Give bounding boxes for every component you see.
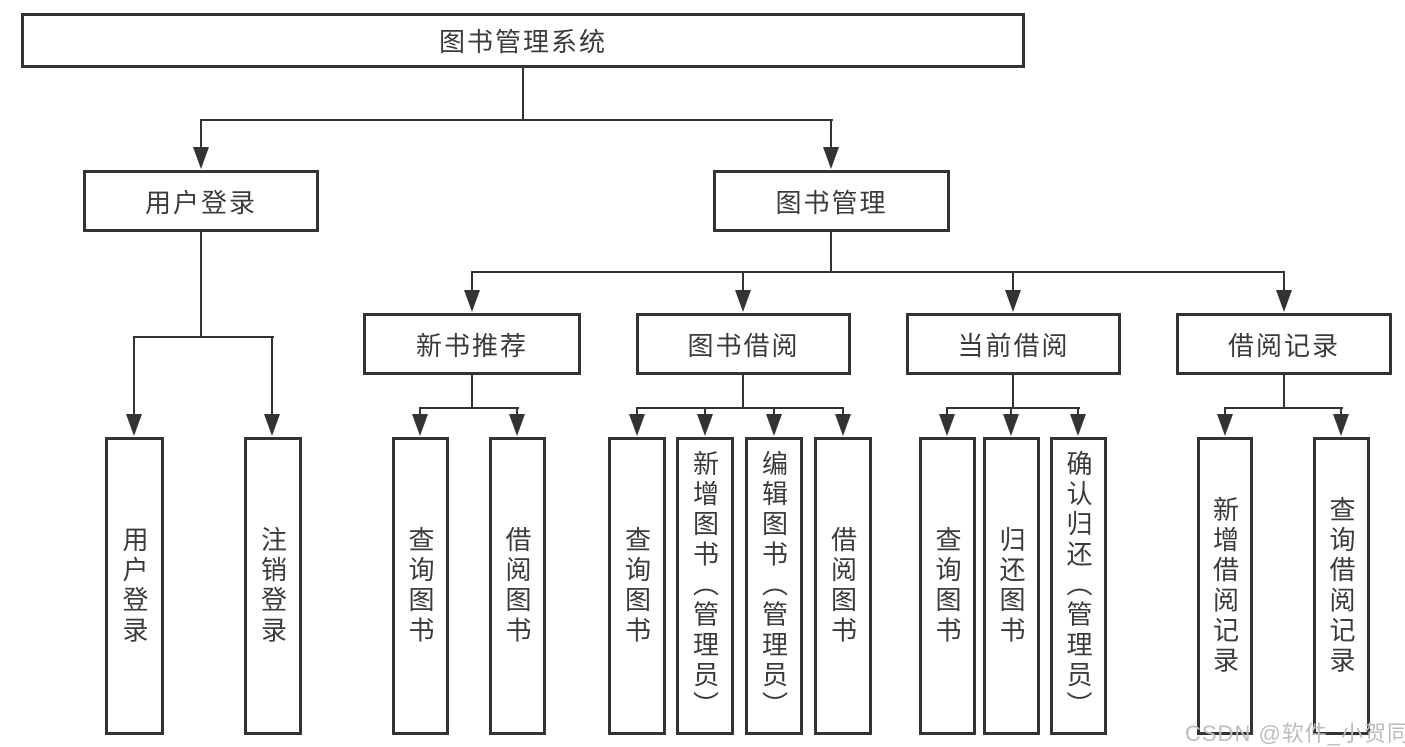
leaf-confirm-return-admin-label: 确认归还（管理员） (1063, 450, 1093, 722)
node-user-login: 用户登录 (83, 170, 319, 232)
leaf-add-book-admin: 新增图书（管理员） (676, 437, 734, 735)
arrowhead-down-icon (193, 147, 209, 169)
leaf-query-borrow-record-label: 查询借阅记录 (1326, 495, 1356, 677)
connector-line (1012, 272, 1014, 292)
leaf-logout-login-label: 注销登录 (257, 525, 288, 647)
node-book-borrow: 图书借阅 (636, 313, 851, 375)
connector-line (516, 408, 518, 418)
connector-line (704, 408, 706, 418)
arrowhead-down-icon (823, 147, 839, 169)
arrowhead-down-icon (412, 414, 428, 436)
arrowhead-down-icon (126, 414, 142, 436)
connector-line (271, 337, 273, 415)
connector-line (946, 407, 1080, 409)
leaf-user-login-label: 用户登录 (119, 525, 149, 647)
arrowhead-down-icon (735, 290, 751, 312)
leaf-edit-book-admin: 编辑图书（管理员） (745, 437, 803, 735)
leaf-borrow-books-1: 借阅图书 (489, 437, 546, 735)
connector-line (946, 408, 948, 418)
connector-line (1224, 408, 1226, 418)
leaf-query-borrow-record: 查询借阅记录 (1313, 437, 1370, 735)
connector-line (471, 271, 1285, 273)
connector-line (830, 232, 832, 272)
arrowhead-down-icon (766, 414, 782, 436)
connector-line (742, 272, 744, 292)
arrowhead-down-icon (835, 414, 851, 436)
connector-line (1077, 408, 1079, 418)
arrowhead-down-icon (464, 290, 480, 312)
leaf-return-books: 归还图书 (983, 437, 1040, 735)
leaf-borrow-books-2: 借阅图书 (814, 437, 872, 735)
leaf-query-books-1: 查询图书 (392, 437, 449, 735)
leaf-query-books-2-label: 查询图书 (621, 525, 652, 647)
node-new-book-recommend: 新书推荐 (363, 313, 581, 375)
arrowhead-down-icon (1217, 414, 1233, 436)
arrowhead-down-icon (1070, 414, 1086, 436)
leaf-add-borrow-record: 新增借阅记录 (1197, 437, 1253, 735)
connector-line (1224, 407, 1343, 409)
node-user-login-label: 用户登录 (144, 187, 257, 218)
arrowhead-down-icon (629, 414, 645, 436)
node-current-borrow: 当前借阅 (906, 313, 1121, 375)
connector-line (1283, 272, 1285, 292)
node-book-borrow-label: 图书借阅 (687, 330, 800, 361)
connector-line (471, 375, 473, 408)
leaf-borrow-books-2-label: 借阅图书 (827, 525, 858, 647)
node-root-label: 图书管理系统 (438, 27, 607, 57)
leaf-query-books-3-label: 查询图书 (932, 525, 962, 647)
leaf-add-borrow-record-label: 新增借阅记录 (1209, 495, 1240, 677)
leaf-query-books-2: 查询图书 (608, 437, 666, 735)
arrowhead-down-icon (1276, 290, 1292, 312)
connector-line (419, 407, 519, 409)
connector-line (1283, 375, 1285, 408)
connector-line (842, 408, 844, 418)
connector-line (636, 408, 638, 418)
connector-line (1010, 408, 1012, 418)
connector-line (636, 407, 844, 409)
arrowhead-down-icon (1333, 414, 1349, 436)
watermark: CSDN @软件_小贺同学 (1185, 721, 1405, 746)
connector-line (742, 375, 744, 408)
leaf-logout-login: 注销登录 (244, 437, 302, 735)
leaf-query-books-1-label: 查询图书 (405, 525, 435, 647)
leaf-add-book-admin-label: 新增图书（管理员） (689, 450, 720, 722)
leaf-query-books-3: 查询图书 (919, 437, 976, 735)
arrowhead-down-icon (1005, 290, 1021, 312)
connector-line (1340, 408, 1342, 418)
arrowhead-down-icon (697, 414, 713, 436)
connector-line (200, 232, 202, 336)
arrowhead-down-icon (264, 414, 280, 436)
connector-line (133, 336, 274, 338)
node-borrow-record-label: 借阅记录 (1227, 330, 1340, 361)
node-root: 图书管理系统 (21, 13, 1025, 68)
node-current-borrow-label: 当前借阅 (957, 330, 1070, 361)
arrowhead-down-icon (1003, 414, 1019, 436)
connector-line (471, 272, 473, 292)
leaf-user-login: 用户登录 (105, 437, 164, 735)
node-borrow-record: 借阅记录 (1176, 313, 1392, 375)
connector-line (200, 120, 202, 148)
connector-line (200, 119, 833, 121)
connector-line (830, 120, 832, 148)
connector-line (1012, 375, 1014, 408)
leaf-return-books-label: 归还图书 (996, 525, 1026, 647)
node-book-management: 图书管理 (713, 170, 950, 232)
node-book-management-label: 图书管理 (775, 187, 888, 218)
leaf-borrow-books-1-label: 借阅图书 (502, 525, 532, 647)
node-new-book-recommend-label: 新书推荐 (415, 330, 528, 361)
connector-line (773, 408, 775, 418)
connector-line (522, 68, 524, 120)
leaf-confirm-return-admin: 确认归还（管理员） (1050, 437, 1107, 735)
arrowhead-down-icon (939, 414, 955, 436)
connector-line (419, 408, 421, 418)
arrowhead-down-icon (509, 414, 525, 436)
connector-line (133, 337, 135, 415)
leaf-edit-book-admin-label: 编辑图书（管理员） (758, 450, 789, 722)
